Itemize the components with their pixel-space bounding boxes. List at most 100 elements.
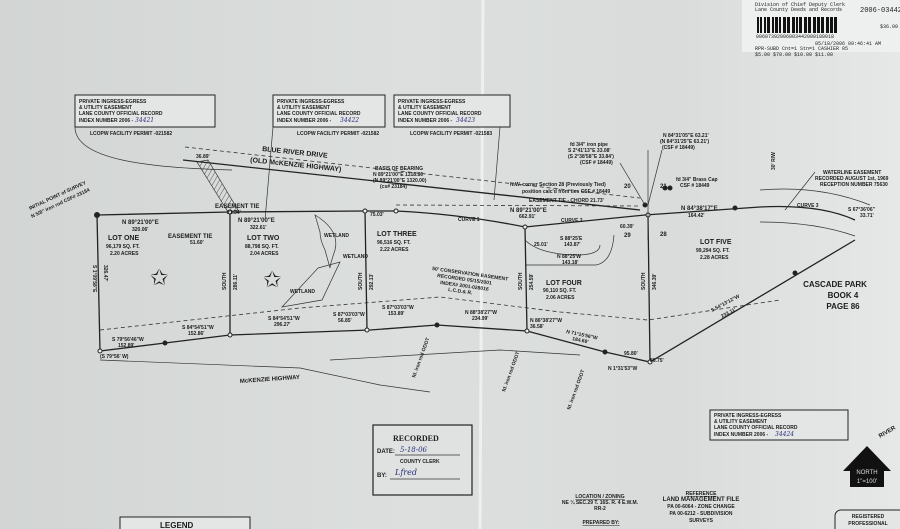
lots-0-acres: 2.20 ACRES <box>110 251 139 257</box>
easements-3-l4: INDEX NUMBER 2006 - <box>714 432 769 438</box>
labels-b6-len: 234.99' <box>472 316 488 322</box>
labels-south3-len: 254.59' <box>529 274 535 290</box>
labels-cascade1: CASCADE PARK <box>803 280 867 289</box>
easement-width: 36.89' <box>196 154 210 160</box>
easements-0-l4: INDEX NUMBER 2006 - <box>79 118 134 124</box>
easements-1-hand: 34422 <box>340 117 359 124</box>
labels-len2501: 25.01' <box>534 242 548 248</box>
labels-top3-len: 75.03' <box>370 212 384 218</box>
legend-title: LEGEND <box>160 521 194 529</box>
labels-iron-pipe3: (S 2°38'58"E 33.84') <box>568 154 614 160</box>
easements-3-l2: & UTILITY EASEMENT <box>714 419 767 425</box>
curve-labels: CURVE 1 CURVE 2 CURVE 3 N 89°21'00"E 662… <box>458 198 819 266</box>
labels-top4-len: 662.91' <box>519 214 535 220</box>
labels-wetland: WETLAND <box>290 289 315 295</box>
labels-wetland: WETLAND <box>343 254 368 260</box>
easements-2-l3: LANE COUNTY OFFICIAL RECORD <box>398 111 482 117</box>
labels-basis1: BASIS OF BEARING <box>375 166 423 172</box>
mckenzie-highway: McKENZIE HIGHWAY <box>99 349 581 393</box>
labels-b7: N 86°38'27"W <box>530 318 562 324</box>
reference-line2: PA 00-6064 - ZONE CHANGE <box>667 504 735 510</box>
stamp-line2: $5.00 $70.00 $10.00 $11.00 <box>755 52 833 58</box>
easement-box-3: PRIVATE INGRESS-EGRESS & UTILITY EASEMEN… <box>393 94 511 137</box>
labels-b1: S 79°56'46"W <box>112 337 144 343</box>
labels-easement-tie2: EASEMENT TIE <box>168 234 212 240</box>
recorded-by-value: Lfred <box>394 468 417 477</box>
wetlands: WETLAND WETLAND WETLAND <box>281 214 368 308</box>
lot-three: LOT THREE 96,516 SQ. FT. 2.22 ACRES 75.0… <box>370 212 417 253</box>
easements-3-l1: PRIVATE INGRESS-EGRESS <box>714 413 782 419</box>
recorded-clerk: COUNTY CLERK <box>400 459 440 465</box>
labels-b1-len: 152.89' <box>118 343 134 349</box>
easement-box-2: PRIVATE INGRESS-EGRESS & UTILITY EASEMEN… <box>272 94 386 137</box>
labels-b5: S 87°03'03"W <box>382 305 414 311</box>
labels-easement-tie1-val: 21.34' <box>227 210 241 216</box>
labels-sec28: 28 <box>660 232 667 238</box>
labels-nw-corner2: position calc'd from ties CSF # 18449 <box>522 189 610 195</box>
location-line2: RR-2 <box>594 506 606 512</box>
north-scale: 1"=100' <box>857 479 877 485</box>
labels-top2-len: 322.61' <box>250 225 266 231</box>
lots-1-name: LOT TWO <box>247 235 280 242</box>
labels-west-brg: S 1°09'58"E <box>91 265 97 293</box>
labels-b6: N 88°38'27"W <box>465 310 497 316</box>
easements-0-l1: PRIVATE INGRESS-EGRESS <box>79 99 147 105</box>
location-prepared: PREPARED BY: <box>582 520 619 526</box>
stamp-barcode-number: 00607392006003442000180018 <box>756 34 834 40</box>
initial-monument-ref: (S 79°56' W) <box>100 354 129 360</box>
labels-b3: S 84°54'51"W <box>268 316 300 322</box>
labels-iron-pipe2: S 2°41'13"E 33.08' <box>568 148 611 154</box>
labels-nw-corner1: N.W. corner Section 28 (Previously Tied) <box>510 182 606 188</box>
labels-south3: SOUTH <box>518 272 524 290</box>
north-arrow-icon: NORTH 1"=100' <box>843 446 891 487</box>
labels-curve1: CURVE 1 <box>458 217 480 223</box>
access-easement-hatch <box>196 159 239 213</box>
labels-easement-tie1: EASEMENT TIE <box>215 204 259 210</box>
lot-two: LOT TWO 88,798 SQ. FT. 2.04 ACRES N 89°2… <box>238 218 280 257</box>
reference-line3: PA 00-6212 - SUBDIVISION <box>669 511 732 517</box>
labels-top5-len: 164.42' <box>688 213 704 219</box>
labels-sec21: 21 <box>660 184 667 190</box>
location-title: LOCATION / ZONING <box>575 494 624 500</box>
labels-basis2: N 89°21'00"E 1318.86 <box>373 172 423 178</box>
reference-line4: SURVEYS <box>689 518 713 524</box>
lots-0-name: LOT ONE <box>108 235 139 242</box>
labels-top1-len: 320.06' <box>132 227 148 233</box>
stamp-office: Division of Chief Deputy Clerk <box>755 2 845 8</box>
easement-box-1: PRIVATE INGRESS-EGRESS & UTILITY EASEMEN… <box>74 94 216 137</box>
labels-iron-pipe1: fd 3/4" iron pipe <box>570 142 608 148</box>
recorded-stamp: RECORDED DATE: 5-18-06 COUNTY CLERK BY: … <box>372 424 473 496</box>
labels-waterline3: RECEPTION NUMBER 75630 <box>820 182 888 188</box>
labels-b7-len: 36.58' <box>530 324 544 330</box>
labels-wetland: WETLAND <box>324 233 349 239</box>
lots-2-sqft: 96,516 SQ. FT. <box>377 240 411 246</box>
labels-basis3: (N 89°21'00"E 1320.00) <box>373 178 427 184</box>
labels-s88: S 88°25'E <box>560 236 583 242</box>
labels-south1: SOUTH <box>222 272 228 290</box>
labels-brass1: N 84°31'05"E 63.21' <box>663 133 709 139</box>
labels-n88-len: 143.18' <box>562 260 578 266</box>
surveyor-l1: REGISTERED <box>852 514 885 520</box>
labels-curve3: CURVE 3 <box>797 203 819 209</box>
easements-1-l3: LANE COUNTY OFFICIAL RECORD <box>277 111 361 117</box>
reference-line1: LAND MANAGEMENT FILE <box>663 497 740 503</box>
north-label: NORTH <box>856 470 877 476</box>
labels-south1-len: 286.11' <box>233 274 239 290</box>
section-corner-notes: N.W. corner Section 28 (Previously Tied)… <box>510 133 718 240</box>
easements-0-hand: 34421 <box>135 117 154 124</box>
easements-1-l2: & UTILITY EASEMENT <box>277 105 330 111</box>
labels-n88: N 88°25'W <box>557 254 581 260</box>
labels-brass3: (CSF # 18449) <box>662 145 695 151</box>
labels-top5: N 84°38'17"E <box>681 206 718 212</box>
labels-s67-len: 33.71' <box>860 213 874 219</box>
labels-b3-len: 296.27' <box>274 322 290 328</box>
labels-b8-len: 184.69' <box>572 336 589 345</box>
reference-title: REFERENCE <box>686 491 718 497</box>
lots-4-name: LOT FIVE <box>700 239 732 246</box>
lots-2-acres: 2.22 ACRES <box>380 247 409 253</box>
labels-easement-chord: EASEMENT TIE - CHORD 21.73' <box>529 198 604 204</box>
star-mark-icon: ✩ <box>150 265 168 290</box>
paper-fold <box>478 0 485 529</box>
labels-sec29a: 29 <box>624 233 631 239</box>
stamp-doc-number: 2006-03442 <box>860 7 900 15</box>
